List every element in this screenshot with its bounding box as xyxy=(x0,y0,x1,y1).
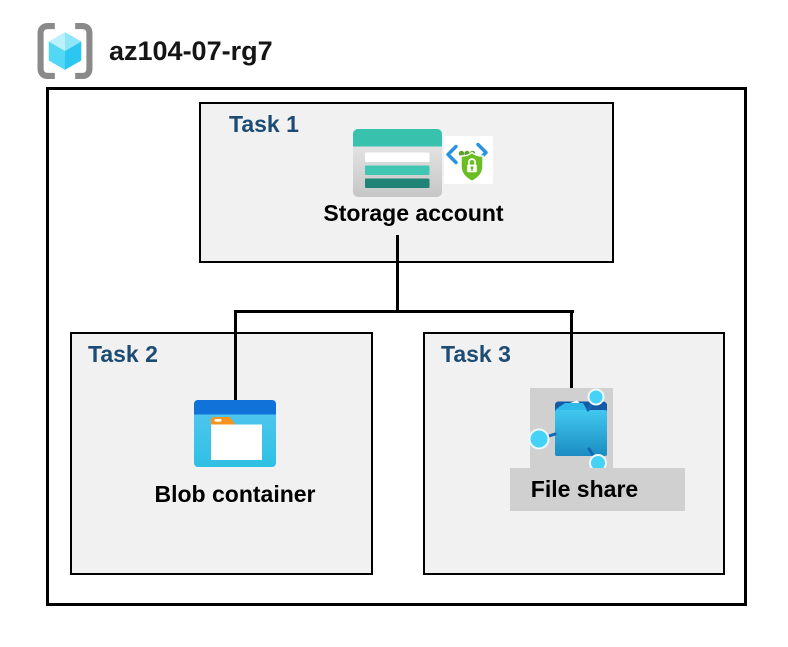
task3-label: Task 3 xyxy=(441,341,511,367)
resource-group-icon xyxy=(37,23,93,79)
blob-container-icon xyxy=(194,400,276,467)
file-share-icon xyxy=(528,388,607,472)
connector-horizontal xyxy=(234,310,574,313)
storage-account-label: Storage account xyxy=(323,200,504,226)
sas-policy-icon xyxy=(444,136,493,184)
task-box-1: Task 1 xyxy=(199,102,614,263)
connector-to-blob xyxy=(234,310,237,402)
task2-label: Task 2 xyxy=(88,341,158,367)
file-share-label: File share xyxy=(530,476,639,502)
task1-label: Task 1 xyxy=(229,111,299,137)
file-share-label-highlight: File share xyxy=(510,468,685,511)
blob-container-label: Blob container xyxy=(154,481,316,507)
storage-account-icon xyxy=(353,129,442,197)
connector-to-fileshare xyxy=(570,310,573,390)
resource-group-name: az104-07-rg7 xyxy=(109,36,273,66)
connector-storage-stem xyxy=(396,235,399,313)
